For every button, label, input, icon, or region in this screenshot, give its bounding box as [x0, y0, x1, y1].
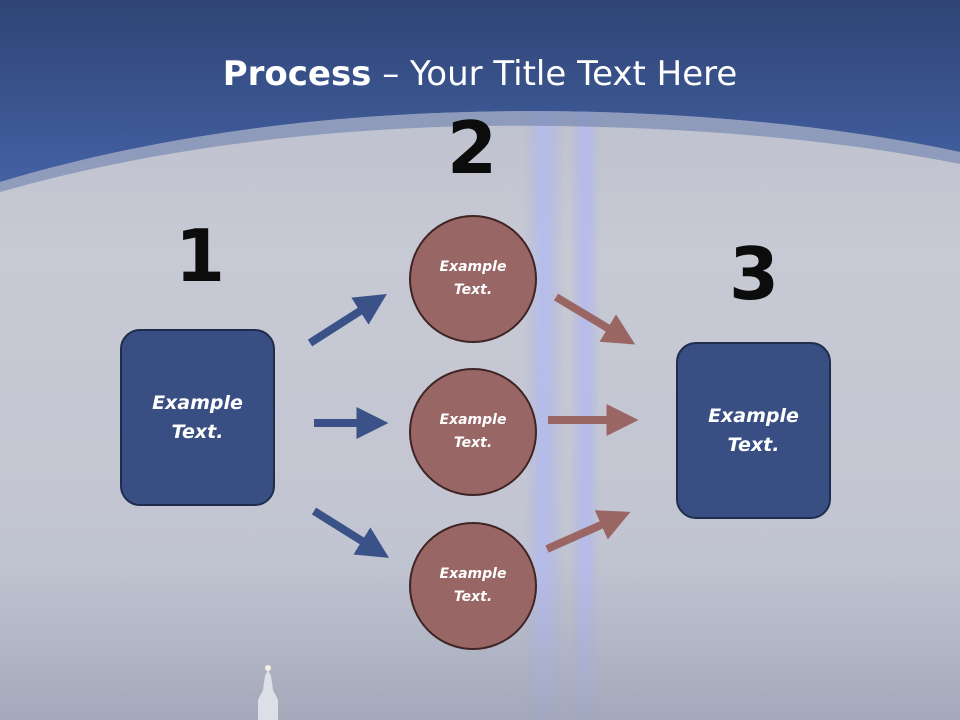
arrow-1-to-bottom [311, 507, 389, 558]
step-1-box: Example Text. [120, 329, 275, 506]
step-2-circle-middle: Example Text. [409, 368, 537, 496]
step-number-3: 3 [728, 232, 780, 316]
arrow-top-to-3 [553, 293, 636, 345]
step-number-2: 2 [446, 106, 498, 190]
step-2-circle-bottom: Example Text. [409, 522, 537, 650]
step-2-circle-top-text: Example Text. [439, 259, 507, 298]
title-rest: – Your Title Text Here [371, 54, 738, 94]
skyline-building [258, 670, 278, 720]
arrow-1-to-top [307, 293, 387, 347]
step-3-box-text: Example Text. [708, 404, 799, 456]
title-bold: Process [222, 54, 372, 94]
step-2-circle-middle-text: Example Text. [439, 412, 507, 451]
step-2-circle-top: Example Text. [409, 215, 537, 343]
header-swoosh [0, 111, 960, 192]
skyline-light [265, 665, 271, 671]
step-2-circle-bottom-text: Example Text. [439, 566, 507, 605]
slide-title: Process – Your Title Text Here [0, 52, 960, 96]
arrow-bottom-to-3 [545, 510, 631, 553]
header-band [0, 0, 960, 182]
step-number-1: 1 [174, 214, 226, 298]
step-1-box-text: Example Text. [152, 391, 243, 443]
step-3-box: Example Text. [676, 342, 831, 519]
